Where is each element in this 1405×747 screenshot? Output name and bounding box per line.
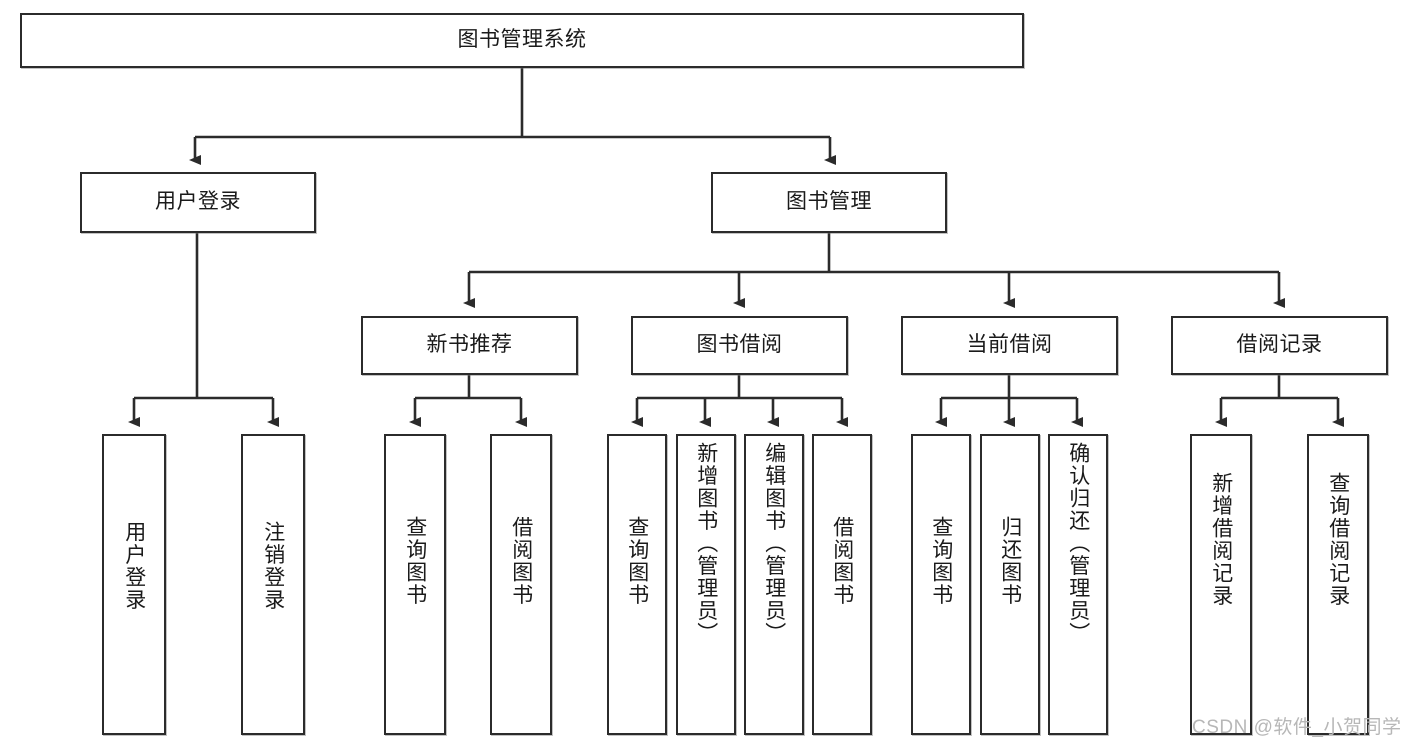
node-leaf-logout[interactable]: 注销登录 xyxy=(241,434,305,735)
node-leaf-add-book[interactable]: 新增图书（管理员） xyxy=(676,434,736,735)
node-new-book-recommend-label: 新书推荐 xyxy=(426,333,513,357)
node-leaf-return-book-label: 归还图书 xyxy=(998,516,1022,606)
node-leaf-query-record-label: 查询借阅记录 xyxy=(1326,472,1350,607)
node-leaf-query-record[interactable]: 查询借阅记录 xyxy=(1307,434,1369,735)
node-leaf-edit-book-label: 编辑图书（管理员） xyxy=(762,442,786,645)
node-leaf-borrow-book-2-label: 借阅图书 xyxy=(830,516,854,606)
node-leaf-query-book-2[interactable]: 查询图书 xyxy=(607,434,667,735)
node-leaf-borrow-book-1[interactable]: 借阅图书 xyxy=(490,434,552,735)
node-borrow-record-label: 借阅记录 xyxy=(1236,333,1323,357)
node-leaf-add-book-label: 新增图书（管理员） xyxy=(694,442,718,645)
node-leaf-logout-label: 注销登录 xyxy=(261,521,285,611)
node-leaf-borrow-book-1-label: 借阅图书 xyxy=(509,516,533,606)
node-leaf-query-book-3-label: 查询图书 xyxy=(929,516,953,606)
node-leaf-add-record-label: 新增借阅记录 xyxy=(1209,472,1233,607)
node-root-label: 图书管理系统 xyxy=(457,28,587,52)
node-user-login-label: 用户登录 xyxy=(155,190,241,214)
node-book-borrow[interactable]: 图书借阅 xyxy=(631,316,848,375)
node-leaf-add-record[interactable]: 新增借阅记录 xyxy=(1190,434,1252,735)
node-leaf-borrow-book-2[interactable]: 借阅图书 xyxy=(812,434,872,735)
node-leaf-user-login-label: 用户登录 xyxy=(122,521,146,611)
node-book-manage[interactable]: 图书管理 xyxy=(711,172,947,233)
node-book-borrow-label: 图书借阅 xyxy=(696,333,783,357)
node-borrow-record[interactable]: 借阅记录 xyxy=(1171,316,1388,375)
node-leaf-query-book-1[interactable]: 查询图书 xyxy=(384,434,446,735)
node-leaf-confirm-return-label: 确认归还（管理员） xyxy=(1066,442,1090,645)
node-leaf-confirm-return[interactable]: 确认归还（管理员） xyxy=(1048,434,1108,735)
node-new-book-recommend[interactable]: 新书推荐 xyxy=(361,316,578,375)
node-leaf-user-login[interactable]: 用户登录 xyxy=(102,434,166,735)
node-current-borrow-label: 当前借阅 xyxy=(966,333,1053,357)
node-leaf-query-book-2-label: 查询图书 xyxy=(625,516,649,606)
node-leaf-query-book-3[interactable]: 查询图书 xyxy=(911,434,971,735)
node-root[interactable]: 图书管理系统 xyxy=(20,13,1024,68)
node-book-manage-label: 图书管理 xyxy=(786,190,872,214)
node-user-login[interactable]: 用户登录 xyxy=(80,172,316,233)
node-leaf-edit-book[interactable]: 编辑图书（管理员） xyxy=(744,434,804,735)
node-leaf-query-book-1-label: 查询图书 xyxy=(403,516,427,606)
node-current-borrow[interactable]: 当前借阅 xyxy=(901,316,1118,375)
node-leaf-return-book[interactable]: 归还图书 xyxy=(980,434,1040,735)
